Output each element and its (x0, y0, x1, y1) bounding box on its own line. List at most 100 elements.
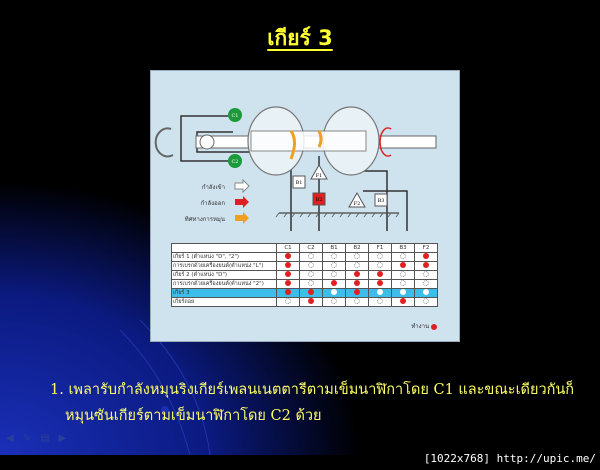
inactive-dot-icon (423, 271, 429, 278)
active-dot-icon (308, 289, 314, 296)
cell-c1 (276, 269, 300, 280)
legend-input: กำลังเข้า (201, 184, 225, 191)
cell-f2 (414, 251, 438, 262)
bullet-line-1: เพลารับกำลังหมุนริงเกียร์เพลนเนตตารีตามเ… (68, 382, 575, 398)
c1-label: C1 (231, 113, 238, 119)
cell-f1 (368, 260, 392, 271)
table-row: เกียร์ 2 (ตำแหน่ง "D") (171, 269, 438, 280)
brake-b3 (374, 193, 388, 207)
brake-b2 (312, 192, 326, 206)
cell-f1 (368, 269, 392, 280)
column-header-b2: B2 (345, 243, 369, 253)
planetary-gear-diagram: C1 C2 B1 F1 B2 F2 B3 (154, 106, 437, 231)
row-label: เกียร์ถอย (171, 296, 277, 307)
cell-f2 (414, 296, 438, 307)
cell-b2 (345, 278, 369, 289)
inactive-dot-icon (308, 262, 314, 269)
clutch-c1 (228, 108, 242, 122)
cell-b1 (322, 296, 346, 307)
inactive-dot-icon (400, 280, 406, 287)
output-arrow-icon (235, 196, 249, 208)
inactive-dot-icon (400, 253, 406, 260)
cell-c1 (276, 287, 300, 298)
clutch-c2 (228, 154, 242, 168)
cell-b1 (322, 278, 346, 289)
table-row: การเบรกด้วยเครื่องยนต์(ตำแหน่ง "2") (171, 278, 438, 289)
input-rotation-icon (154, 127, 174, 158)
inactive-dot-icon (423, 289, 429, 296)
active-dot-icon (285, 271, 291, 278)
next-icon[interactable]: ▶ (58, 433, 67, 444)
slideshow-nav: ◀ ✎ ▤ ▶ (6, 433, 66, 444)
previous-icon[interactable]: ◀ (6, 433, 14, 444)
bullet-number: 1. (50, 382, 64, 398)
inactive-dot-icon (331, 262, 337, 269)
cell-c2 (299, 296, 323, 307)
active-dot-icon (308, 298, 314, 305)
cell-b1 (322, 251, 346, 262)
cell-c1 (276, 251, 300, 262)
cell-f2 (414, 269, 438, 280)
active-dot-icon (285, 262, 291, 269)
direction-arrow-icon (235, 212, 249, 224)
row-label: เกียร์ 1 (ตำแหน่ง "D", "2") (171, 251, 277, 262)
cell-f2 (414, 287, 438, 298)
bullet-line-2: หมุนซันเกียร์ตามเข็มนาฬิกาโดย C2 ด้วย (65, 408, 322, 424)
inactive-dot-icon (377, 262, 383, 269)
inactive-dot-icon (308, 280, 314, 287)
inactive-dot-icon (354, 262, 360, 269)
cell-b1 (322, 260, 346, 271)
inactive-dot-icon (331, 298, 337, 305)
cell-f1 (368, 296, 392, 307)
cell-f1 (368, 278, 392, 289)
active-dot-icon (431, 323, 437, 330)
menu-icon[interactable]: ▤ (40, 433, 50, 444)
rotation-arrow (289, 130, 296, 160)
inactive-dot-icon (377, 253, 383, 260)
inactive-dot-icon (354, 253, 360, 260)
corner-cell (171, 243, 277, 253)
active-dot-icon (285, 289, 291, 296)
slide-title: เกียร์ 3 (267, 26, 333, 50)
active-dot-icon (354, 289, 360, 296)
inactive-dot-icon (354, 298, 360, 305)
cell-b2 (345, 296, 369, 307)
output-rotation-icon (379, 127, 392, 157)
active-dot-icon (331, 280, 337, 287)
row-label: เกียร์ 3 (171, 287, 277, 298)
cell-c2 (299, 269, 323, 280)
b2-label: B2 (316, 197, 323, 203)
pen-icon[interactable]: ✎ (22, 433, 32, 444)
column-header-b3: B3 (391, 243, 415, 253)
inactive-dot-icon (308, 253, 314, 260)
brake-b1 (292, 175, 306, 189)
cell-b2 (345, 269, 369, 280)
column-header-b1: B1 (322, 243, 346, 253)
active-legend-label: ทำงาน (411, 323, 430, 330)
one-way-f1 (310, 163, 328, 180)
c2-label: C2 (231, 159, 238, 165)
inactive-dot-icon (377, 289, 383, 296)
active-dot-icon (400, 262, 406, 269)
column-header-c2: C2 (299, 243, 323, 253)
watermark: [1022x768] http://upic.me/ (423, 452, 596, 465)
b3-label: B3 (378, 198, 385, 204)
column-header-c1: C1 (276, 243, 300, 253)
table-row: เกียร์ 3 (171, 287, 438, 298)
active-dot-icon (423, 262, 429, 269)
inactive-dot-icon (308, 271, 314, 278)
cell-c1 (276, 278, 300, 289)
cell-b2 (345, 287, 369, 298)
table-row: เกียร์ 1 (ตำแหน่ง "D", "2") (171, 251, 438, 262)
active-dot-icon (354, 280, 360, 287)
cell-b3 (391, 278, 415, 289)
active-dot-icon (285, 280, 291, 287)
cell-c2 (299, 260, 323, 271)
legend-direction: ทิศทางการหมุน (184, 216, 225, 223)
cell-f2 (414, 278, 438, 289)
inactive-dot-icon (377, 298, 383, 305)
active-dot-icon (377, 280, 383, 287)
cell-f1 (368, 251, 392, 262)
row-label: การเบรกด้วยเครื่องยนต์(ตำแหน่ง "L") (171, 260, 277, 271)
